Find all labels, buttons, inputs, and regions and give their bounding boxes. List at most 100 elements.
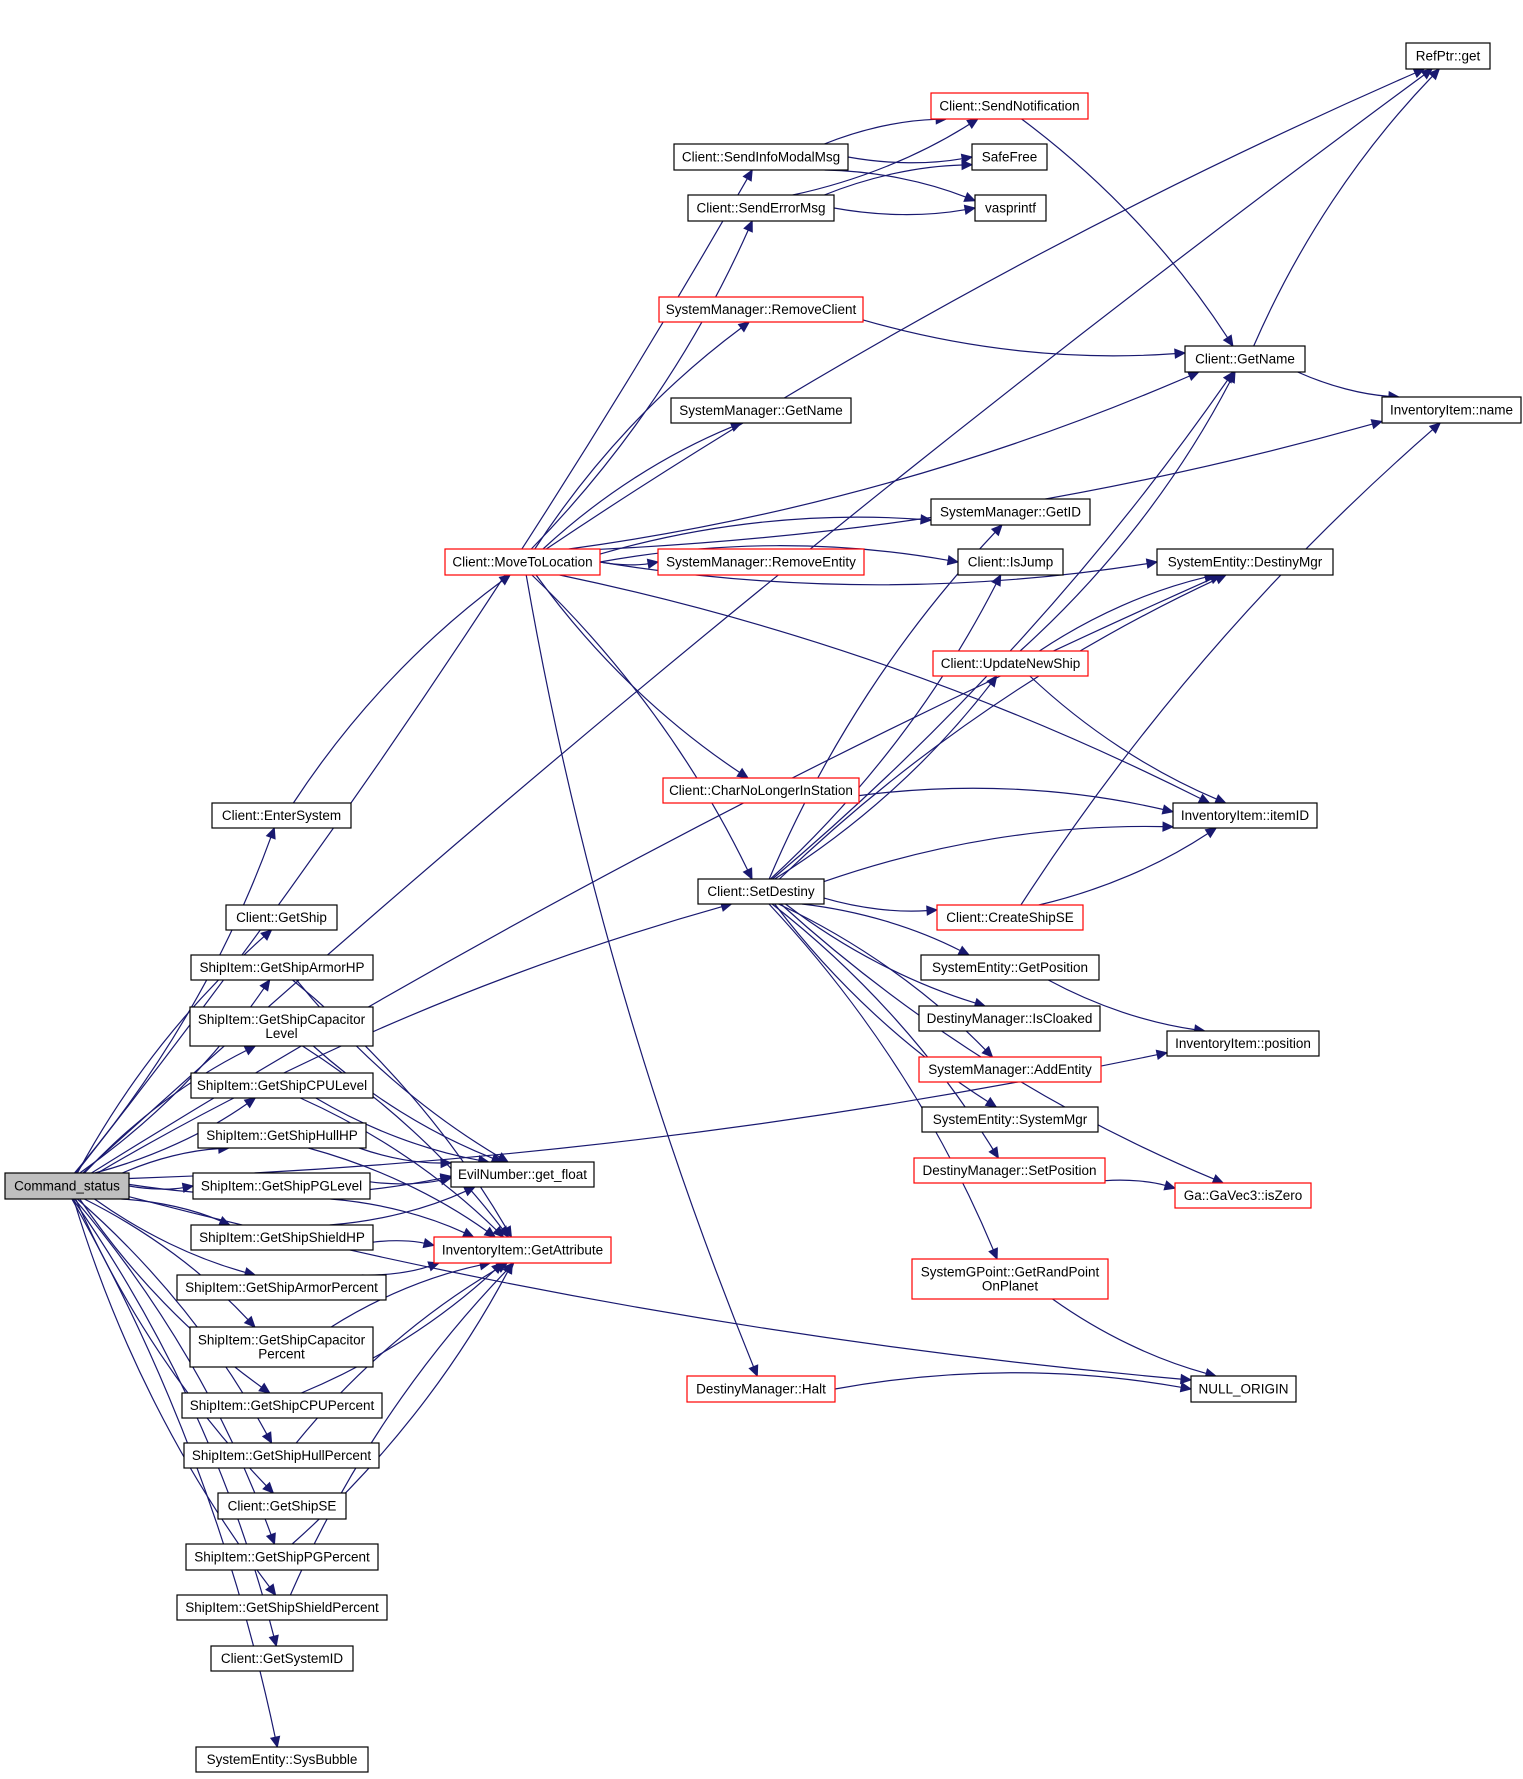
node-dm-is-cloaked[interactable]: DestinyManager::IsCloaked [918,1005,1101,1032]
node-get-ship[interactable]: Client::GetShip [225,904,338,931]
node-enter-system[interactable]: Client::EnterSystem [211,802,352,829]
node-box[interactable] [697,878,825,905]
node-create-ship-se[interactable]: Client::CreateShipSE [936,904,1084,931]
node-box[interactable] [190,954,374,981]
node-box[interactable] [913,1157,1106,1184]
node-command-status[interactable]: Command_status [4,1172,130,1200]
node-box[interactable] [971,143,1048,171]
node-dm-set-position[interactable]: DestinyManager::SetPosition [913,1157,1106,1184]
node-refptr-get[interactable]: RefPtr::get [1405,42,1491,70]
node-box[interactable] [921,1106,1099,1133]
node-is-zero[interactable]: Ga::GaVec3::isZero [1174,1182,1312,1209]
node-box[interactable] [657,548,865,576]
node-box[interactable] [210,1645,354,1672]
node-pg-percent[interactable]: ShipItem::GetShipPGPercent [185,1543,379,1571]
node-box[interactable] [217,1492,347,1520]
node-vasprintf[interactable]: vasprintf [974,194,1047,222]
node-box[interactable] [911,1258,1109,1300]
node-box[interactable] [190,1224,374,1251]
node-armor-percent[interactable]: ShipItem::GetShipArmorPercent [176,1274,387,1301]
node-box[interactable] [444,548,601,576]
node-destiny-mgr[interactable]: SystemEntity::DestinyMgr [1156,548,1334,576]
node-box[interactable] [1190,1375,1297,1403]
node-box[interactable] [658,296,864,323]
node-se-system-mgr[interactable]: SystemEntity::SystemMgr [921,1106,1099,1133]
node-box[interactable] [1405,42,1491,70]
node-box[interactable] [195,1746,369,1773]
node-box[interactable] [1156,548,1334,576]
node-box[interactable] [225,904,338,931]
node-box[interactable] [957,548,1064,576]
node-get-system-id[interactable]: Client::GetSystemID [210,1645,354,1672]
node-box[interactable] [1184,345,1306,373]
node-box[interactable] [197,1122,367,1149]
node-pg-level[interactable]: ShipItem::GetShipPGLevel [192,1172,371,1200]
node-box[interactable] [670,397,852,424]
node-box[interactable] [211,802,352,829]
node-cpu-percent[interactable]: ShipItem::GetShipCPUPercent [181,1392,383,1419]
node-get-float[interactable]: EvilNumber::get_float [450,1161,595,1188]
node-box[interactable] [662,777,860,804]
node-set-destiny[interactable]: Client::SetDestiny [697,878,825,905]
node-box[interactable] [1166,1030,1320,1057]
node-inv-itemid[interactable]: InventoryItem::itemID [1172,802,1318,829]
node-box[interactable] [936,904,1084,931]
node-safefree[interactable]: SafeFree [971,143,1048,171]
node-sys-bubble[interactable]: SystemEntity::SysBubble [195,1746,369,1773]
node-box[interactable] [450,1161,595,1188]
node-cpu-level[interactable]: ShipItem::GetShipCPULevel [190,1072,374,1099]
node-box[interactable] [1174,1182,1312,1209]
node-sm-getname[interactable]: SystemManager::GetName [670,397,852,424]
node-box[interactable] [183,1442,380,1469]
node-box[interactable] [974,194,1047,222]
node-hull-hp[interactable]: ShipItem::GetShipHullHP [197,1122,367,1149]
node-box[interactable] [1381,396,1522,424]
node-null-origin[interactable]: NULL_ORIGIN [1190,1375,1297,1403]
node-inv-name[interactable]: InventoryItem::name [1381,396,1522,424]
node-client-getname[interactable]: Client::GetName [1184,345,1306,373]
node-shield-hp[interactable]: ShipItem::GetShipShieldHP [190,1224,374,1251]
node-move-to-location[interactable]: Client::MoveToLocation [444,548,601,576]
node-sm-remove-client[interactable]: SystemManager::RemoveClient [658,296,864,323]
node-box[interactable] [189,1326,374,1368]
node-box[interactable] [185,1543,379,1571]
node-box[interactable] [189,1006,374,1047]
node-inv-position[interactable]: InventoryItem::position [1166,1030,1320,1057]
node-box[interactable] [687,194,835,222]
node-send-error[interactable]: Client::SendErrorMsg [687,194,835,222]
node-box[interactable] [930,92,1089,120]
node-box[interactable] [673,143,849,171]
node-box[interactable] [918,1056,1102,1083]
node-box[interactable] [1172,802,1318,829]
node-box[interactable] [181,1392,383,1419]
node-send-info-modal[interactable]: Client::SendInfoModalMsg [673,143,849,171]
node-hull-percent[interactable]: ShipItem::GetShipHullPercent [183,1442,380,1469]
node-box[interactable] [930,498,1091,526]
node-sm-getid[interactable]: SystemManager::GetID [930,498,1091,526]
node-get-ship-se[interactable]: Client::GetShipSE [217,1492,347,1520]
node-se-get-position[interactable]: SystemEntity::GetPosition [920,954,1100,981]
node-send-notification[interactable]: Client::SendNotification [930,92,1089,120]
node-box[interactable] [190,1072,374,1099]
node-box[interactable] [920,954,1100,981]
node-box[interactable] [932,650,1089,677]
node-box[interactable] [686,1375,836,1403]
node-box[interactable] [918,1005,1101,1032]
node-box[interactable] [176,1274,387,1301]
node-dm-halt[interactable]: DestinyManager::Halt [686,1375,836,1403]
node-sm-add-entity[interactable]: SystemManager::AddEntity [918,1056,1102,1083]
node-box[interactable] [433,1236,612,1264]
node-get-attribute[interactable]: InventoryItem::GetAttribute [433,1236,612,1264]
node-box[interactable] [176,1594,388,1621]
node-sm-remove-entity[interactable]: SystemManager::RemoveEntity [657,548,865,576]
node-armor-hp[interactable]: ShipItem::GetShipArmorHP [190,954,374,981]
node-char-no-longer[interactable]: Client::CharNoLongerInStation [662,777,860,804]
node-is-jump[interactable]: Client::IsJump [957,548,1064,576]
node-update-new-ship[interactable]: Client::UpdateNewShip [932,650,1089,677]
node-box[interactable] [4,1172,130,1200]
node-box[interactable] [192,1172,371,1200]
node-shield-percent[interactable]: ShipItem::GetShipShieldPercent [176,1594,388,1621]
